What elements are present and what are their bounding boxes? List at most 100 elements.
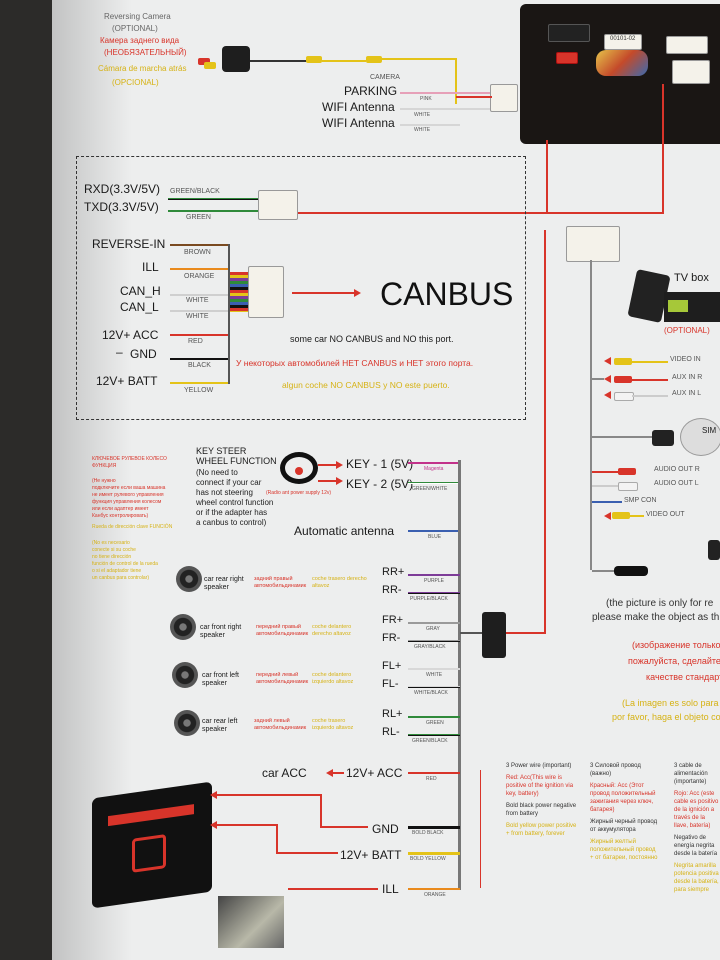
audio-out-l-wire xyxy=(592,485,618,487)
speaker-fr-ru: передний правый автомобильдинамик xyxy=(256,624,309,637)
reverse-in-label: REVERSE-IN xyxy=(92,237,166,251)
speaker-rl-es: coche trasero izquierdo altavoz xyxy=(312,718,354,731)
speaker-rl-minus-wire-label: GREEN/BLACK xyxy=(412,738,448,744)
top-connector-icon xyxy=(490,84,518,112)
parking-label: PARKING xyxy=(344,84,398,98)
gps-antenna-icon xyxy=(652,430,674,446)
speaker-rl-minus: RL- xyxy=(382,726,400,738)
power-notes-ru-black: Жирный черный провод от аккумулятора xyxy=(590,819,658,833)
rxd-label: RXD(3.3V/5V) xyxy=(84,182,161,196)
iso-link-wire xyxy=(460,632,482,634)
speaker-rl-ru: задний левый автомобильдинамик xyxy=(254,718,307,731)
ill-wire xyxy=(170,268,228,270)
wifi-wire-label-1: WHITE xyxy=(414,112,431,118)
camera-title: Reversing Camera xyxy=(104,12,171,21)
key1-wire xyxy=(408,462,460,464)
camera-optional: (OPTIONAL) xyxy=(112,24,158,33)
power-notes-es-black: Negativo de energía negrita desde la bat… xyxy=(674,835,718,857)
sim-module-icon xyxy=(680,418,720,456)
can-l-label: CAN_L xyxy=(120,300,159,314)
aux-r-plug-icon xyxy=(614,376,632,383)
power-notes-ru-title: 3 Силовой провод (важно) xyxy=(590,763,641,777)
power-notes-en: 3 Power wire (important) Red: Acc(This w… xyxy=(506,762,578,838)
speaker-fl-icon xyxy=(172,662,198,688)
power-notes-es-yellow: Negrita amarilla potencia positiva desde… xyxy=(674,863,719,893)
reverse-in-wire-label: BROWN xyxy=(184,249,211,256)
can-l-wire-label: WHITE xyxy=(186,313,209,320)
av-bottom-wire xyxy=(592,570,614,572)
speaker-rr-minus: RR- xyxy=(382,584,402,596)
video-in-wire xyxy=(632,361,668,363)
av-right-edge-plug-icon xyxy=(708,540,720,560)
camera-yellow-plug-2-icon xyxy=(366,56,382,63)
audio-out-r-wire xyxy=(592,471,618,473)
power-notes-es-red: Rojo: Acc (este cable es positivo de la … xyxy=(674,791,719,829)
acc-power-wire-label: RED xyxy=(426,776,437,782)
sim-label: SIM xyxy=(702,426,717,435)
camera-yellow-wire-top xyxy=(382,58,457,60)
speaker-rl-plus-wire xyxy=(408,716,460,718)
can-h-wire-label: WHITE xyxy=(186,297,209,304)
canbus-title: CANBUS xyxy=(380,276,514,312)
tx-wire xyxy=(168,210,260,212)
iso-red-lead xyxy=(544,230,546,634)
speaker-fr-plus-wire xyxy=(408,622,460,624)
picture-note-es: (La imagen es solo para re xyxy=(622,698,720,708)
batt-power-wire-label: BOLD YELLOW xyxy=(410,856,446,862)
key1-arrow-line xyxy=(318,464,338,466)
tv-box-label: TV box xyxy=(674,272,709,284)
speaker-fl-minus-wire-label: WHITE/BLACK xyxy=(414,690,448,696)
power-notes-en-yellow: Bold yellow power positive + from batter… xyxy=(506,823,577,837)
speaker-rl-plus-wire-label: GREEN xyxy=(426,720,444,726)
av-bottom-plug-icon xyxy=(614,566,648,576)
batt-label: 12V+ BATT xyxy=(96,374,158,388)
rx-wire-label: GREEN/BLACK xyxy=(170,188,220,195)
speaker-fl-minus-wire xyxy=(408,686,460,688)
ill-label: ILL xyxy=(142,260,159,274)
aux-l-arrow-icon xyxy=(604,391,611,399)
head-unit-sticker-icon xyxy=(596,50,648,76)
ill-power-label: ILL xyxy=(382,882,399,896)
video-in-plug-icon xyxy=(614,358,632,365)
camera-module-icon xyxy=(222,46,250,72)
key2-wire-label: GREEN/WHITE xyxy=(412,486,448,492)
steer-title: KEY STEER WHEEL FUNCTION xyxy=(196,446,277,466)
canbus-wire-bundle-icon xyxy=(230,272,250,312)
power-notes-en-black: Bold black power negative from battery xyxy=(506,803,577,817)
speaker-rr-es: coche trasero derecho altavoz xyxy=(312,576,367,589)
acc-wire xyxy=(170,334,228,336)
wifi-wire-1 xyxy=(400,108,490,110)
gnd-power-label: GND xyxy=(372,822,399,836)
acc-wire-label: RED xyxy=(188,338,203,345)
power-red-bracket xyxy=(480,770,481,888)
aux-r-arrow-icon xyxy=(604,375,611,383)
picture-note-en-2: please make the object as th xyxy=(592,612,720,623)
wifi-wire-2 xyxy=(400,124,460,126)
antenna-wire-label: BLUE xyxy=(428,534,442,540)
av-connector-icon xyxy=(566,226,620,262)
can-h-label: CAN_H xyxy=(120,284,161,298)
batt-wire-label: YELLOW xyxy=(184,387,214,394)
aux-l-plug-icon xyxy=(614,392,634,401)
audio-out-l-plug-icon xyxy=(618,482,638,491)
gnd-power-wire xyxy=(408,826,460,829)
parking-wire xyxy=(400,92,490,94)
wifi-wire-label-2: WHITE xyxy=(414,127,431,133)
picture-note-ru-2: пожалуйста, сделайте об xyxy=(628,656,720,666)
video-out-plug-icon xyxy=(612,512,630,519)
speaker-fl-name: car front left speaker xyxy=(202,672,239,687)
key1-wire-label: Magenta xyxy=(424,466,444,472)
speaker-rr-plus: RR+ xyxy=(382,566,405,578)
canbus-note-es: algun coche NO CANBUS y NO este puerto. xyxy=(282,380,450,390)
audio-out-r-plug-icon xyxy=(618,468,636,475)
acc-label: 12V+ ACC xyxy=(102,328,159,342)
key1-arrow-icon xyxy=(336,461,343,469)
can-l-wire xyxy=(170,310,228,312)
canbus-connector-icon xyxy=(248,266,284,318)
video-out-label: VIDEO OUT xyxy=(646,511,685,518)
power-notes-ru-red: Красный: Acc (Этот провод положительный … xyxy=(590,783,656,813)
canbus-section xyxy=(76,156,526,420)
